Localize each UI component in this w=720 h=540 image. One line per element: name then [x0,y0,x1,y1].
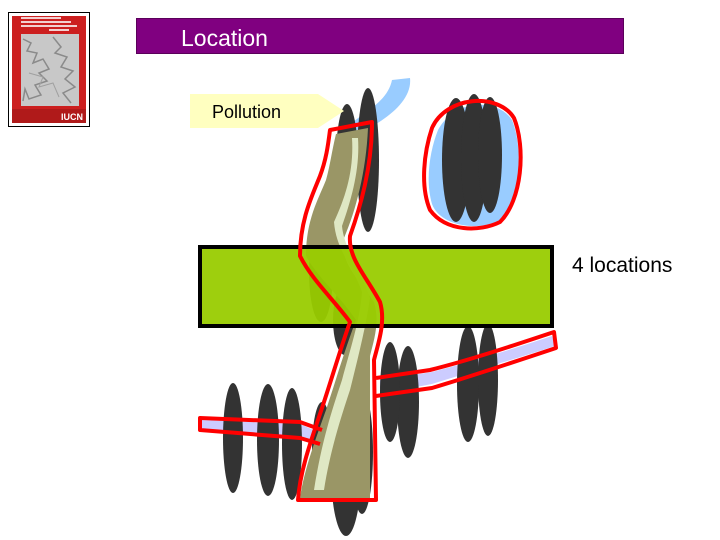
iucn-logo: IUCN [61,112,83,122]
west-tributary-outline [198,416,323,446]
title-bar: Location [136,18,624,54]
pond-outline [422,98,523,231]
silhouette [282,388,302,500]
silhouette [257,384,279,496]
silhouette [223,383,243,493]
pollution-arrow [190,94,344,128]
river [300,128,377,498]
silhouette [457,326,479,442]
highlight-band [198,245,554,328]
river-body [300,128,377,498]
river-outline [296,120,385,502]
silhouette [478,97,502,213]
location-outlines [198,98,558,502]
east-tributary-outline [375,330,558,398]
page-title: Location [181,25,268,51]
book-cover-image: IUCN [8,12,90,127]
pollution-label: Pollution [212,102,282,122]
river-light-channel [314,138,370,490]
silhouette [478,324,498,436]
silhouette [397,346,419,458]
locations-label: 4 locations [572,254,673,277]
